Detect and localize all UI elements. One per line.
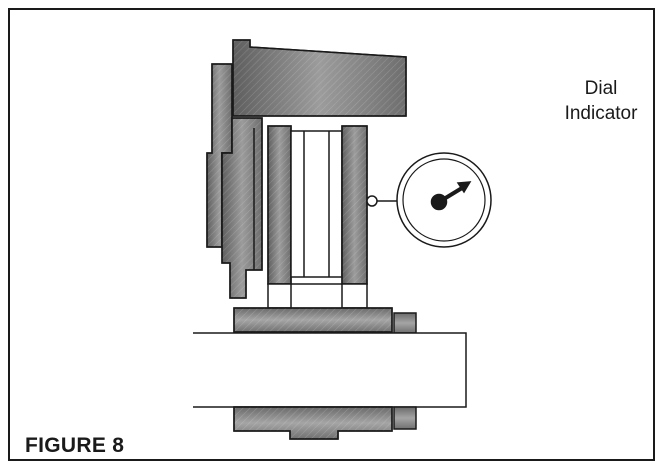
- coupling-disc-right: [341, 125, 368, 285]
- dial-label-line2: Indicator: [564, 103, 638, 124]
- dial-label-line1: Dial: [584, 78, 618, 99]
- lower-step-blocks: [267, 283, 368, 309]
- figure-caption: FIGURE 8: [25, 434, 125, 457]
- dial-indicator: [366, 152, 492, 248]
- figure-frame: [8, 8, 655, 461]
- lower-hub-body: [233, 406, 417, 440]
- coupling-spacer: [290, 130, 343, 278]
- top-bracket: [232, 39, 407, 117]
- coupling-disc-left: [267, 125, 292, 285]
- dial-indicator-label: Dial Indicator: [556, 76, 646, 126]
- dial-needle: [430, 181, 472, 211]
- shaft: [193, 332, 467, 408]
- left-hub-flange: [221, 117, 263, 299]
- upper-hub-body: [233, 307, 417, 334]
